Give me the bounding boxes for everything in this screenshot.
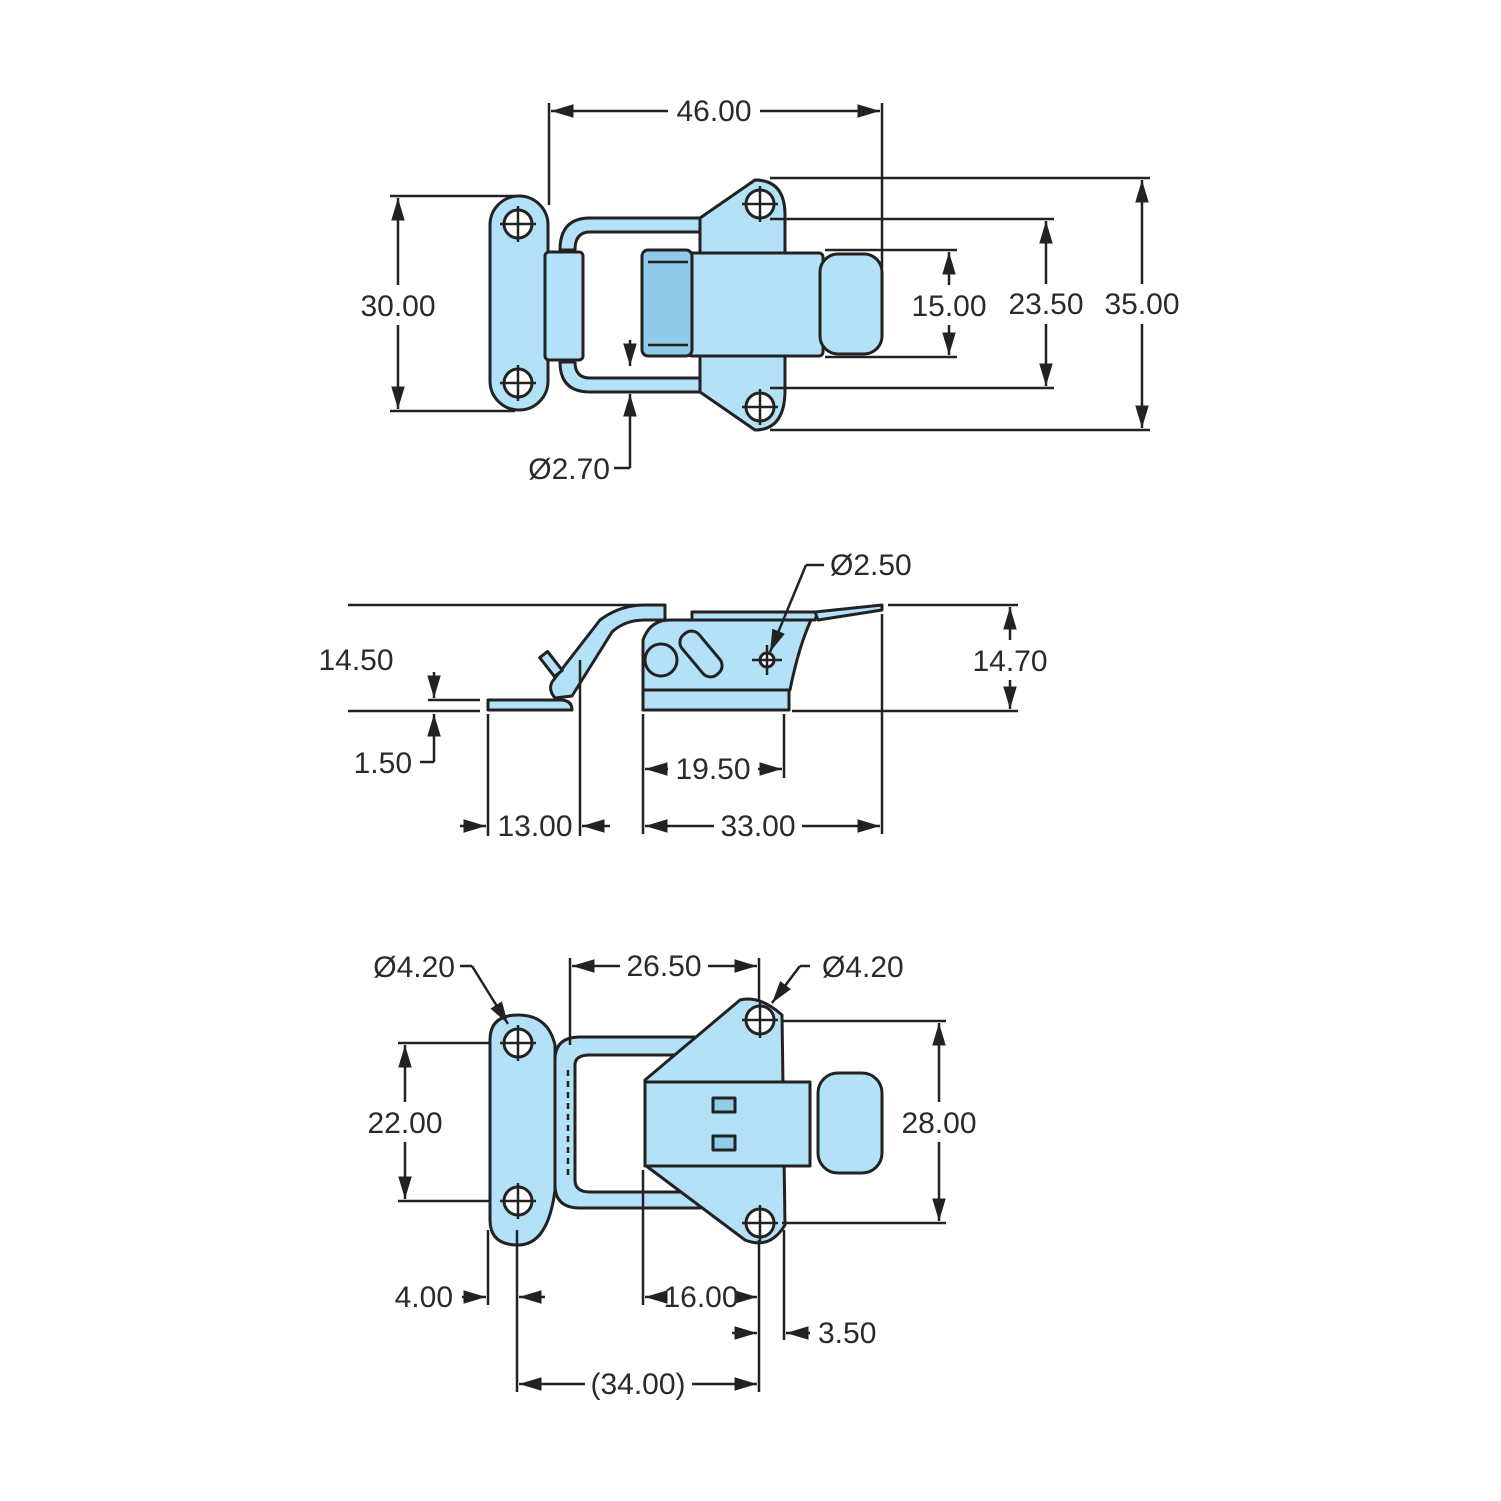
bottom-lever-tip — [816, 1071, 884, 1175]
side-base — [641, 688, 791, 712]
side-view: 14.50 14.70 1.50 Ø2.50 19.50 13.00 33.00 — [318, 549, 1047, 843]
dim-14-5: 14.50 — [318, 644, 393, 677]
dim-dia-4-2-keeper: Ø4.20 — [373, 951, 455, 984]
dim-dia-2-5: Ø2.50 — [830, 549, 912, 582]
bottom-slot-lower — [711, 1134, 737, 1152]
dim-15: 15.00 — [911, 290, 986, 323]
dim-1-5: 1.50 — [354, 747, 412, 780]
dim-35: 35.00 — [1104, 288, 1179, 321]
side-top-plate — [690, 610, 820, 622]
top-view: 46.00 30.00 15.00 23.50 35.00 Ø2.70 — [360, 95, 1179, 486]
dim-46: 46.00 — [676, 95, 751, 128]
dim-28: 28.00 — [901, 1107, 976, 1140]
top-lever — [686, 251, 825, 358]
side-pivot — [643, 642, 679, 678]
side-link — [678, 629, 724, 679]
dim-34-ref: (34.00) — [590, 1368, 685, 1401]
dim-30: 30.00 — [360, 290, 435, 323]
dim-4: 4.00 — [395, 1281, 453, 1314]
dim-26-5: 26.50 — [626, 950, 701, 983]
dim-19-5: 19.50 — [675, 753, 750, 786]
bottom-lever — [643, 1080, 812, 1168]
dim-14-7: 14.70 — [972, 645, 1047, 678]
dim-3-5: 3.50 — [818, 1317, 876, 1350]
dim-dia-2-7: Ø2.70 — [528, 453, 610, 486]
top-pivot — [640, 248, 694, 358]
bottom-view: Ø4.20 Ø4.20 26.50 22.00 28.00 4.00 16.00 — [367, 950, 976, 1401]
dim-22: 22.00 — [367, 1107, 442, 1140]
top-lever-tip — [818, 252, 884, 356]
side-keeper-tab — [538, 649, 564, 679]
side-lever-tip — [813, 603, 884, 622]
dim-dia-4-2-body: Ø4.20 — [822, 951, 904, 984]
dim-13: 13.00 — [497, 810, 572, 843]
bottom-slot-upper — [711, 1096, 737, 1114]
dim-16: 16.00 — [663, 1281, 738, 1314]
dim-23-5: 23.50 — [1008, 288, 1083, 321]
side-keeper-base — [486, 698, 574, 712]
dim-33: 33.00 — [720, 810, 795, 843]
top-hook — [543, 250, 585, 362]
